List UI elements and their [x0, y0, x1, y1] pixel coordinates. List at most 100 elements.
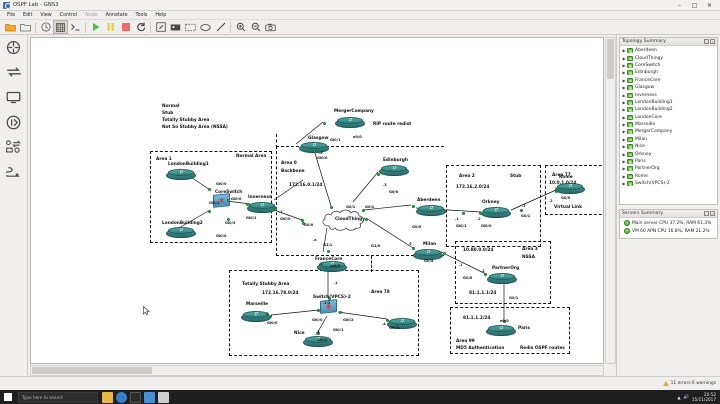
zoom-in-button[interactable] — [233, 20, 248, 34]
tree-item[interactable]: ▶CoreSwitch — [621, 62, 717, 69]
chevron-right-icon[interactable]: ▶ — [622, 48, 626, 54]
taskbar-app-notepad[interactable] — [158, 391, 169, 403]
browse-routers-button[interactable] — [4, 39, 24, 55]
server-row[interactable]: VM 60 APN CPU 16.8%, RAM 21.2% — [621, 227, 717, 235]
minimize-button[interactable]: – — [678, 1, 681, 9]
node-marseille[interactable]: ⇄ — [303, 335, 333, 350]
chevron-right-icon[interactable]: ▶ — [622, 129, 626, 135]
tree-item[interactable]: ▶Edinburgh — [621, 69, 717, 76]
chevron-right-icon[interactable]: ▶ — [622, 85, 626, 91]
draw-rectangle-button[interactable] — [183, 20, 198, 34]
servers-summary-list[interactable]: Main server CPU 37.2%, RAM 61.3% VM 60 A… — [620, 218, 717, 238]
suspend-all-button[interactable] — [103, 20, 118, 34]
node-cloudthingy[interactable]: CloudThingy — [319, 206, 381, 232]
taskbar-app-terminal[interactable] — [130, 391, 141, 403]
new-blank-project-button[interactable] — [18, 20, 33, 34]
tree-item[interactable]: ▶LondonBuilding2 — [621, 106, 717, 113]
zoom-out-button[interactable] — [248, 20, 263, 34]
tree-item[interactable]: ▶Marseille — [621, 121, 717, 128]
tree-item[interactable]: ▶Switch(VPCS)-2 — [621, 180, 717, 187]
tree-item[interactable]: ▶LondonCore — [621, 114, 717, 121]
tree-item[interactable]: ▶FranceCore — [621, 77, 717, 84]
menu-view[interactable]: View — [40, 12, 52, 18]
start-all-button[interactable] — [88, 20, 103, 34]
chevron-right-icon[interactable]: ▶ — [622, 181, 626, 187]
menu-file[interactable]: File — [7, 12, 16, 18]
node-switch-vpcs-2[interactable]: ✱ — [320, 299, 337, 314]
node-orkney[interactable]: ⇄ — [555, 182, 585, 197]
chevron-right-icon[interactable]: ▶ — [622, 70, 626, 76]
close-icon[interactable]: ✕ — [710, 211, 715, 216]
open-project-button[interactable] — [3, 20, 18, 34]
node-inverness[interactable]: ⇄ — [416, 204, 446, 219]
chevron-right-icon[interactable]: ▶ — [622, 136, 626, 142]
float-icon[interactable]: ☐ — [704, 211, 709, 216]
tree-item[interactable]: ▶Nice — [621, 143, 717, 150]
taskbar-app-explorer[interactable] — [102, 391, 113, 403]
status-errors[interactable]: 11 errors 6 warnings — [662, 381, 720, 386]
reload-all-button[interactable] — [133, 20, 148, 34]
browse-end-devices-button[interactable] — [4, 89, 24, 105]
chevron-right-icon[interactable]: ▶ — [622, 122, 626, 128]
draw-line-button[interactable] — [213, 20, 228, 34]
tree-item[interactable]: ▶Rome — [621, 173, 717, 180]
chevron-right-icon[interactable]: ▶ — [622, 114, 626, 120]
close-icon[interactable]: ✕ — [710, 39, 715, 44]
topology-summary-tree[interactable]: ▶Aberdeen ▶CloudThingy ▶CoreSwitch ▶Edin… — [620, 46, 717, 204]
scroll-thumb[interactable] — [607, 39, 614, 79]
chevron-right-icon[interactable]: ▶ — [622, 166, 626, 172]
tree-item[interactable]: ▶MergerCompany — [621, 128, 717, 135]
tray-volume-icon[interactable]: 🔊 — [683, 394, 689, 399]
taskbar-search-box[interactable]: Type here to search — [18, 391, 98, 403]
menu-edit[interactable]: Edit — [23, 12, 33, 18]
chevron-right-icon[interactable]: ▶ — [622, 144, 626, 150]
chevron-right-icon[interactable]: ▶ — [622, 173, 626, 179]
start-button[interactable] — [0, 390, 16, 404]
chevron-right-icon[interactable]: ▶ — [622, 92, 626, 98]
topology-canvas[interactable]: Normal Stub Totally Stubby Area Not So S… — [30, 37, 604, 364]
tree-item[interactable]: ▶CloudThingy — [621, 54, 717, 61]
node-londonbuilding1[interactable]: ⇄ — [166, 168, 196, 183]
maximize-button[interactable]: □ — [691, 1, 698, 9]
taskbar-app-gns3[interactable] — [144, 391, 155, 403]
add-link-button[interactable] — [4, 164, 24, 180]
menu-control[interactable]: Control — [59, 12, 78, 18]
chevron-right-icon[interactable]: ▶ — [622, 99, 626, 105]
server-row[interactable]: Main server CPU 37.2%, RAM 61.3% — [621, 219, 717, 227]
tree-item[interactable]: ▶Paris — [621, 158, 717, 165]
node-francecore[interactable]: ⇄ — [317, 260, 347, 275]
tray-network-icon[interactable]: ▲ — [677, 394, 681, 400]
canvas-vertical-scrollbar[interactable] — [605, 37, 616, 364]
node-aberdeen[interactable]: ⇄ — [481, 206, 511, 221]
chevron-right-icon[interactable]: ▶ — [622, 159, 626, 165]
taskbar-clock[interactable]: 20:52 15/11/2017 — [692, 392, 716, 402]
node-coreswitch[interactable]: ✱ — [213, 193, 230, 208]
tree-item[interactable]: ▶LondonBuilding1 — [621, 99, 717, 106]
tree-item[interactable]: ▶Milan — [621, 136, 717, 143]
node-londonbuilding2[interactable]: ⇄ — [166, 226, 196, 241]
menu-tools[interactable]: Tools — [135, 12, 148, 18]
browse-switches-button[interactable] — [4, 64, 24, 80]
node-paris[interactable]: ⇄ — [241, 310, 271, 325]
scroll-thumb[interactable] — [32, 367, 152, 374]
console-all-button[interactable] — [68, 20, 83, 34]
screenshot-grid-button[interactable] — [53, 20, 68, 34]
node-glasgow[interactable]: ⇄ — [299, 141, 329, 156]
chevron-right-icon[interactable]: ▶ — [622, 77, 626, 83]
canvas-horizontal-scrollbar[interactable] — [30, 365, 604, 376]
menu-annotate[interactable]: Annotate — [105, 12, 128, 18]
tree-item[interactable]: ▶Aberdeen — [621, 47, 717, 54]
browse-security-devices-button[interactable] — [4, 114, 24, 130]
float-icon[interactable]: ☐ — [704, 39, 709, 44]
tree-item[interactable]: ▶PartnerOrg — [621, 165, 717, 172]
node-londoncore[interactable]: ⇄ — [247, 201, 277, 216]
node-edinburgh[interactable]: ⇄ — [379, 164, 409, 179]
chevron-right-icon[interactable]: ▶ — [622, 151, 626, 157]
node-nice[interactable]: ⇄ — [387, 317, 417, 332]
taskbar-app-browser[interactable] — [116, 391, 127, 403]
draw-ellipse-button[interactable] — [198, 20, 213, 34]
screenshot-button[interactable] — [263, 20, 278, 34]
node-partnerorg[interactable]: ⇄ — [486, 324, 516, 339]
node-milan[interactable]: ⇄ — [487, 272, 517, 287]
recent-projects-button[interactable] — [38, 20, 53, 34]
